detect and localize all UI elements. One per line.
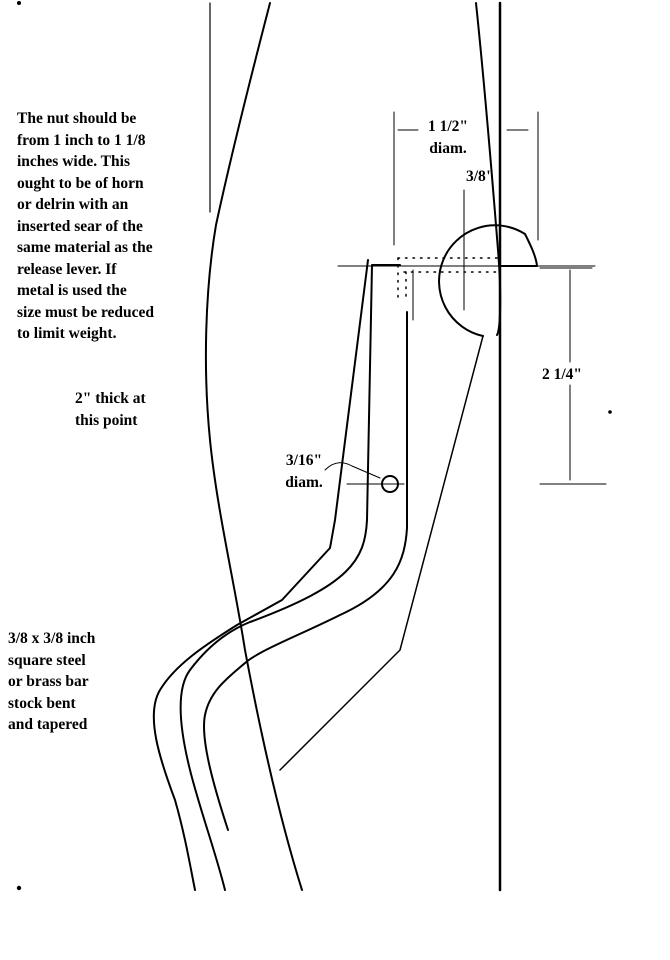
release-lever-right bbox=[203, 311, 408, 831]
nut-note: The nut should be from 1 inch to 1 1/8 i… bbox=[17, 110, 155, 342]
release-lever-outer bbox=[152, 259, 369, 891]
stock-left-edge bbox=[204, 2, 303, 891]
sear-width-label: 3/8" bbox=[466, 168, 495, 185]
sear-outline bbox=[397, 257, 499, 301]
trigger-link-line bbox=[279, 335, 484, 771]
dimension-lines bbox=[324, 111, 607, 485]
thickness-note: 2" thick at this point bbox=[75, 390, 146, 429]
drop-length-label: 2 1/4" bbox=[542, 366, 583, 383]
nut-circle bbox=[438, 224, 538, 337]
bar-stock-note: 3/8 x 3/8 inch square steel or brass bar… bbox=[8, 630, 96, 733]
nut-diameter-label: 1 1/2" diam. bbox=[427, 118, 469, 157]
release-lever-inner bbox=[179, 264, 401, 891]
pin-diameter-label: 3/16" diam. bbox=[285, 452, 323, 491]
